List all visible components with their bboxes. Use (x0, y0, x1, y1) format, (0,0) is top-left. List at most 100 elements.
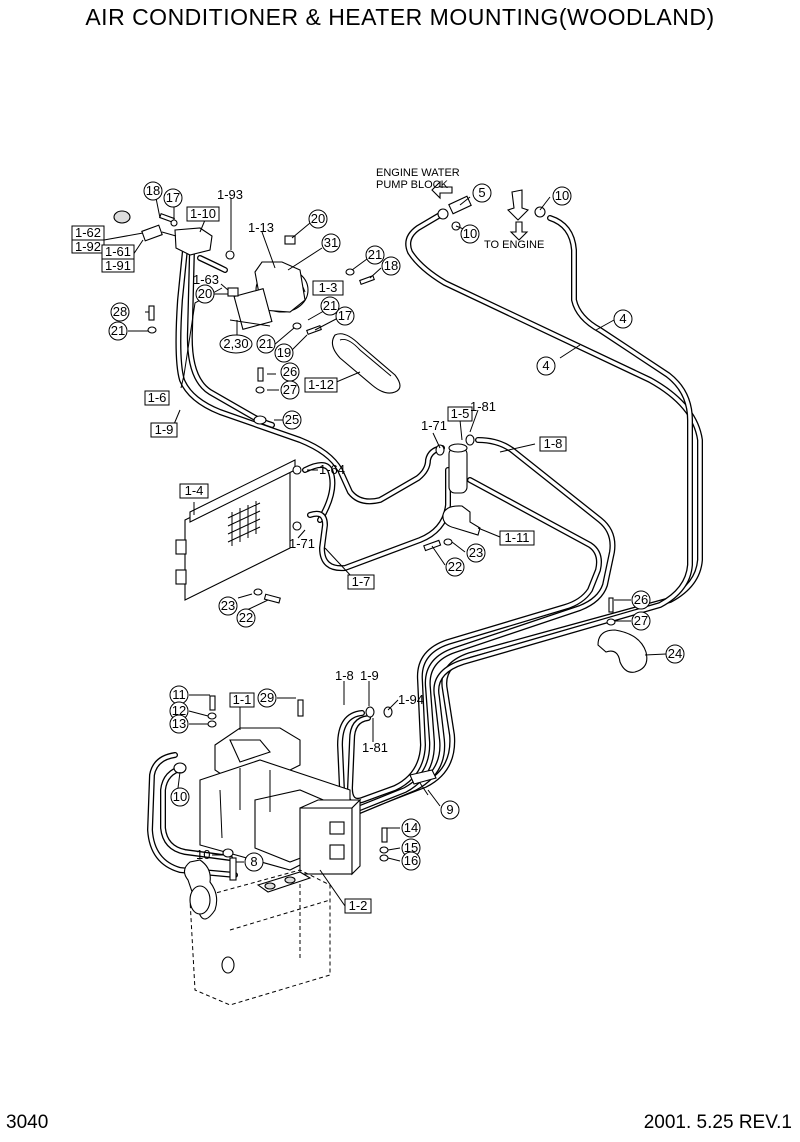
callout-20b: 20 (195, 284, 215, 304)
svg-text:31: 31 (324, 235, 338, 250)
callout-21c: 21 (108, 321, 128, 341)
label-1-63: 1-63 (193, 272, 219, 287)
callout-25: 25 (282, 410, 302, 430)
callout-1-6: 1-6 (144, 390, 170, 406)
callout-23a: 23 (218, 596, 238, 616)
heater-unit (173, 695, 437, 881)
svg-text:27: 27 (283, 382, 297, 397)
svg-text:1-7: 1-7 (352, 574, 371, 589)
callout-22b: 22 (445, 557, 465, 577)
svg-text:1-11: 1-11 (504, 530, 529, 545)
svg-text:10: 10 (555, 188, 569, 203)
callout-13: 13 (169, 714, 189, 734)
svg-text:1-9: 1-9 (155, 422, 174, 437)
svg-text:20: 20 (198, 286, 212, 301)
label-1-81b: 1-81 (362, 740, 388, 755)
callout-12: 12 (169, 701, 189, 721)
svg-text:1-61: 1-61 (105, 244, 131, 259)
callout-1-10: 1-10 (186, 206, 220, 222)
callout-14: 14 (401, 818, 421, 838)
svg-text:5: 5 (478, 185, 485, 200)
label-1-81a: 1-81 (470, 399, 496, 414)
callout-1-91: 1-91 (101, 258, 135, 273)
svg-text:1-62: 1-62 (75, 225, 101, 240)
callout-1-9a: 1-9 (150, 422, 178, 438)
svg-text:4: 4 (619, 311, 626, 326)
svg-text:1-4: 1-4 (185, 483, 204, 498)
callout-1-7: 1-7 (347, 574, 375, 590)
svg-text:17: 17 (166, 190, 180, 205)
callout-21d: 21 (256, 334, 276, 354)
callout-1-5: 1-5 (447, 406, 473, 422)
callout-18b: 18 (381, 256, 401, 276)
svg-text:28: 28 (113, 304, 127, 319)
callout-10a: 10 (460, 224, 480, 244)
svg-text:9: 9 (446, 802, 453, 817)
label-1-71a: 1-71 (289, 536, 315, 551)
label-10d: 10 (196, 847, 210, 862)
callout-26a: 26 (280, 362, 300, 382)
leader-lines (103, 196, 667, 907)
callout-31: 31 (321, 233, 341, 253)
svg-text:18: 18 (146, 183, 160, 198)
callout-21a: 21 (365, 245, 385, 265)
svg-text:22: 22 (448, 559, 462, 574)
callout-26b: 26 (631, 590, 651, 610)
label-1-71b: 1-71 (421, 418, 447, 433)
callout-10c: 10 (170, 787, 190, 807)
callout-1-11: 1-11 (499, 530, 535, 546)
tank (183, 859, 331, 1006)
callout-23b: 23 (466, 543, 486, 563)
svg-text:1-12: 1-12 (308, 377, 334, 392)
svg-text:26: 26 (283, 364, 297, 379)
callout-22a: 22 (236, 608, 256, 628)
receiver-drier (423, 434, 481, 552)
svg-text:1-91: 1-91 (105, 258, 131, 273)
callout-5: 5 (472, 183, 492, 203)
svg-text:21: 21 (368, 247, 382, 262)
svg-text:1-92: 1-92 (75, 239, 101, 254)
svg-text:10: 10 (173, 789, 187, 804)
callout-2-30: 2,30 (219, 334, 253, 354)
svg-text:13: 13 (172, 716, 186, 731)
callout-1-4: 1-4 (179, 483, 209, 499)
svg-text:22: 22 (239, 610, 253, 625)
svg-text:1-10: 1-10 (190, 206, 216, 221)
engine-water-text-1: ENGINE WATER (376, 167, 460, 179)
callout-1-12: 1-12 (304, 377, 338, 393)
callout-9: 9 (440, 800, 460, 820)
svg-text:23: 23 (469, 545, 483, 560)
svg-text:29: 29 (260, 690, 274, 705)
callout-28: 28 (110, 302, 130, 322)
callout-29: 29 (257, 688, 277, 708)
to-engine-text: TO ENGINE (484, 239, 544, 251)
callout-1-61: 1-61 (101, 244, 135, 260)
callout-15: 15 (401, 838, 421, 858)
svg-text:25: 25 (285, 412, 299, 427)
label-1-8b: 1-8 (335, 668, 354, 683)
svg-text:11: 11 (172, 687, 186, 702)
svg-text:21: 21 (323, 298, 337, 313)
svg-text:16: 16 (404, 853, 418, 868)
callout-1-2: 1-2 (344, 898, 372, 914)
svg-text:27: 27 (634, 613, 648, 628)
callout-4b: 4 (536, 356, 556, 376)
condenser (175, 367, 302, 604)
callout-1-8a: 1-8 (539, 436, 567, 452)
callout-24: 24 (665, 644, 685, 664)
svg-text:4: 4 (542, 358, 549, 373)
callout-1-1: 1-1 (229, 692, 255, 708)
callout-18a: 18 (143, 181, 163, 201)
callout-10b: 10 (552, 186, 572, 206)
svg-text:18: 18 (384, 258, 398, 273)
callout-11: 11 (169, 685, 189, 705)
callout-1-92: 1-92 (71, 239, 105, 254)
svg-text:21: 21 (259, 336, 273, 351)
svg-text:24: 24 (668, 646, 682, 661)
svg-text:1-5: 1-5 (451, 406, 470, 421)
compressor-assembly (113, 210, 401, 394)
svg-text:1-6: 1-6 (148, 390, 167, 405)
svg-text:19: 19 (277, 345, 291, 360)
label-1-13: 1-13 (248, 220, 274, 235)
